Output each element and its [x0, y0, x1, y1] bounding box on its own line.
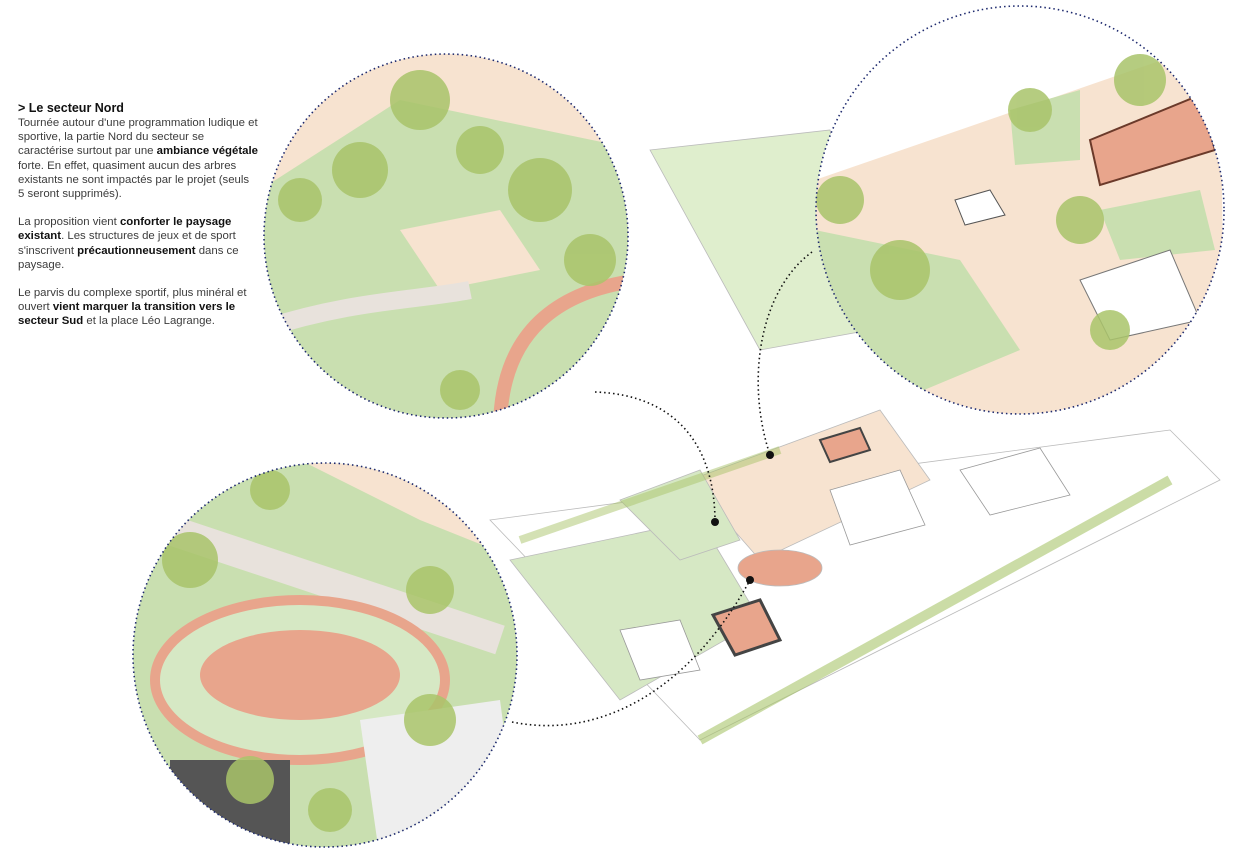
- central-plan: [489, 129, 1221, 745]
- paragraph: Tournée autour d'une programmation ludiq…: [18, 116, 258, 201]
- body-text: et la place Léo Lagrange.: [83, 315, 215, 328]
- body-text: Le parvis du complexe sportif, plus miné…: [18, 287, 247, 314]
- detail-circle-parvis: [816, 6, 1224, 414]
- body-text: forte. En effet, quasiment aucun des arb…: [18, 159, 250, 201]
- pumptrack-plan: [737, 549, 823, 587]
- paragraph: La proposition vient conforter le paysag…: [18, 215, 258, 272]
- emphasis-text: précautionneusement: [77, 244, 196, 257]
- sports-court-plan: [710, 598, 783, 657]
- callout-connectors: [511, 251, 813, 727]
- emphasis-text: vient marquer la transition vers le sect…: [18, 301, 236, 328]
- body-text: . Les structures de jeux et de sport s'i…: [18, 230, 236, 257]
- emphasis-text: conforter le paysage existant: [18, 216, 232, 243]
- description-text: > Le secteur Nord Tournée autour d'une p…: [18, 101, 258, 343]
- paragraph: Le parvis du complexe sportif, plus miné…: [18, 286, 258, 329]
- body-text: dans ce paysage.: [18, 244, 239, 271]
- body-text: Tournée autour d'une programmation ludiq…: [18, 117, 258, 158]
- section-heading: > Le secteur Nord: [18, 101, 124, 115]
- detail-circle-playground: [264, 54, 628, 418]
- callout-dot: [746, 576, 754, 584]
- emphasis-text: ambiance végétale: [156, 145, 258, 158]
- body-text: La proposition vient: [18, 216, 120, 229]
- callout-dot: [766, 451, 774, 459]
- callout-dot: [711, 518, 719, 526]
